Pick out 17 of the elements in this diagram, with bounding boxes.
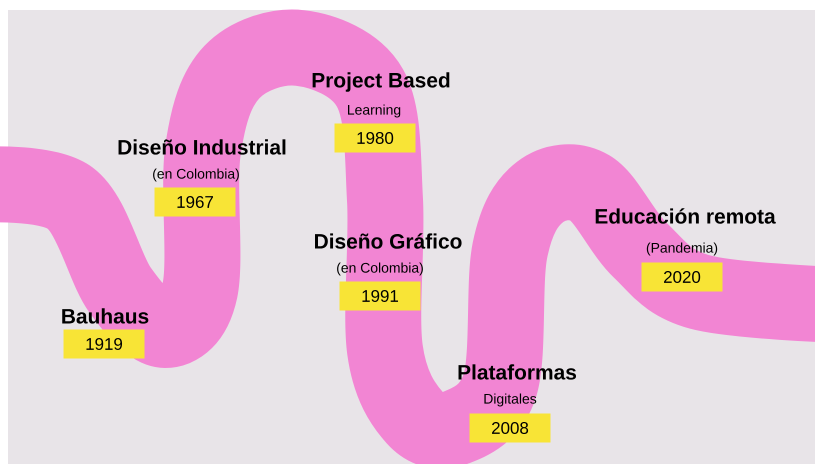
subtitle: Learning: [348, 104, 400, 118]
heading: Project Based: [312, 72, 450, 92]
year-box: 1919: [64, 329, 144, 358]
heading: Educación remota: [596, 208, 776, 224]
year-box: 2008: [470, 413, 550, 442]
heading: Diseño Industrial: [118, 139, 286, 155]
subtitle: Digitales: [484, 393, 536, 406]
subtitle: (en Colombia): [337, 262, 423, 276]
heading: Diseño Gráfico: [315, 233, 462, 249]
heading: Bauhaus: [62, 308, 148, 324]
year-box: 1967: [154, 187, 236, 216]
year-box: 1991: [340, 281, 420, 310]
year-box: 1980: [334, 123, 416, 152]
subtitle: (en Colombia): [153, 168, 239, 182]
year-box: 2020: [642, 262, 722, 292]
heading: Plataformas: [458, 364, 576, 380]
subtitle: (Pandemia): [646, 242, 718, 256]
